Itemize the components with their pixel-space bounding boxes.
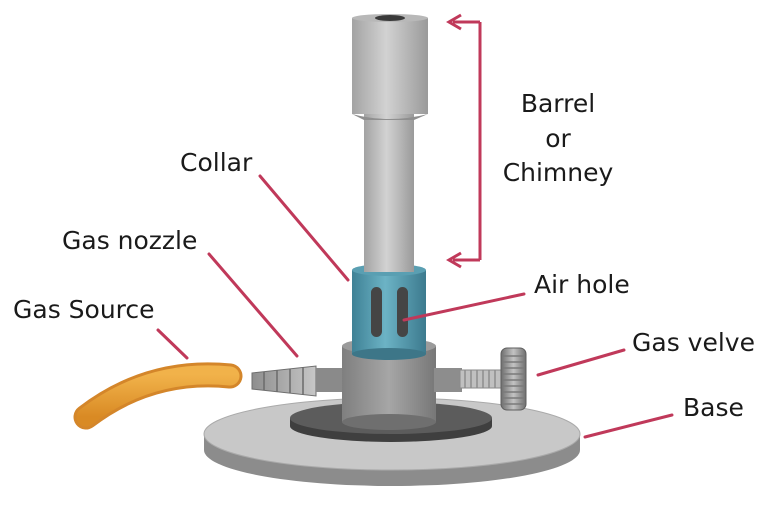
barrel-label-line2: or <box>545 123 571 153</box>
barrel <box>352 14 428 272</box>
barrel-bracket-arrow <box>446 13 482 269</box>
gas-valve-pointer <box>536 348 626 377</box>
gas-valve-label: Gas velve <box>632 328 755 357</box>
air-hole-pointer <box>402 292 526 322</box>
barrel-label-line3: Chimney <box>502 158 614 187</box>
collar <box>352 264 426 360</box>
gas-source-pointer <box>156 328 189 360</box>
collar-label: Collar <box>180 148 253 177</box>
air-hole-label: Air hole <box>534 270 630 299</box>
barrel-label: Barrel or Chimney <box>498 87 618 191</box>
base-label: Base <box>683 393 744 422</box>
gas-nozzle <box>251 365 344 397</box>
barrel-label-line1: Barrel <box>520 89 596 118</box>
air-hole-left <box>371 287 382 337</box>
gas-nozzle-pointer <box>207 252 299 358</box>
gas-source-label: Gas Source <box>13 295 155 324</box>
base-pointer <box>583 413 674 439</box>
air-hole-right <box>397 287 408 337</box>
gas-nozzle-label: Gas nozzle <box>62 226 198 255</box>
gas-valve <box>434 347 527 411</box>
gas-hose <box>73 362 243 430</box>
collar-pointer <box>258 174 350 282</box>
